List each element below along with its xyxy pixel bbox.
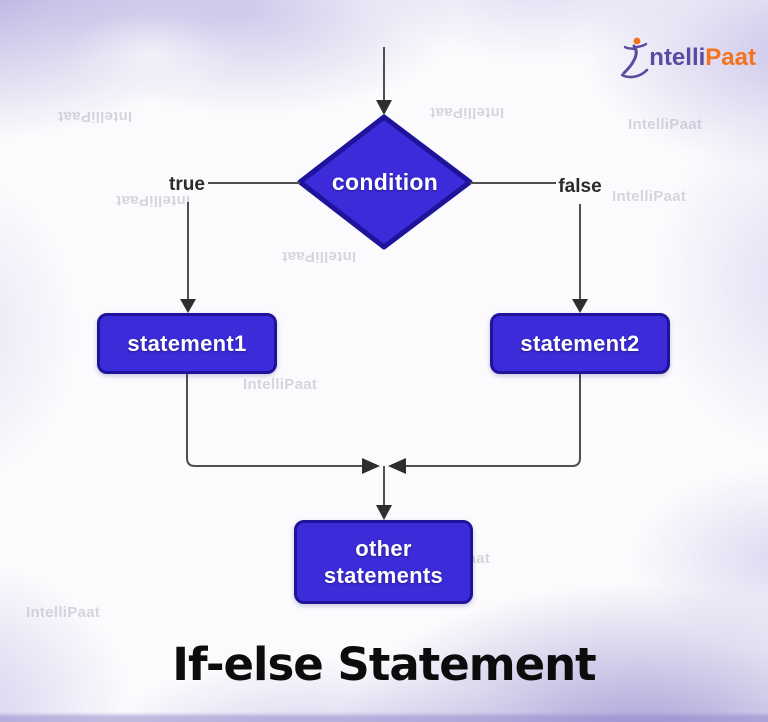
entry-arrowhead-icon <box>376 100 392 115</box>
merge-left-arrowhead-icon <box>362 458 380 474</box>
other-statements-box: other statements <box>294 520 473 604</box>
false-label: false <box>558 176 602 197</box>
true-label: true <box>169 174 205 195</box>
intellipaat-person-icon <box>621 37 649 79</box>
merge-right-arrowhead-icon <box>388 458 406 474</box>
statement2-label: statement2 <box>520 330 640 356</box>
statement1-box: statement1 <box>97 313 277 374</box>
false-arrowhead-icon <box>572 299 588 313</box>
other-statements-label-line1: other <box>355 535 412 561</box>
merge-down-arrowhead-icon <box>376 505 392 520</box>
page-title: If-else Statement <box>172 638 596 691</box>
statement1-label: statement1 <box>127 330 247 356</box>
brand-watermark: IntelliPaat <box>282 248 357 265</box>
logo-text-prefix: ntelli <box>649 44 706 71</box>
brand-watermark: IntelliPaat <box>26 604 101 621</box>
true-arrowhead-icon <box>180 299 196 313</box>
brand-watermark: IntelliPaat <box>430 104 505 121</box>
brand-watermark: IntelliPaat <box>628 116 703 133</box>
condition-label: condition <box>331 169 439 195</box>
merge-right-line <box>406 374 581 467</box>
statement2-box: statement2 <box>490 313 670 374</box>
brand-watermark: IntelliPaat <box>243 376 318 393</box>
brand-watermark: IntelliPaat <box>612 188 687 205</box>
logo-text-suffix: Paat <box>705 44 756 71</box>
other-statements-label-line2: statements <box>323 563 444 588</box>
brand-watermark: IntelliPaat <box>58 108 133 125</box>
